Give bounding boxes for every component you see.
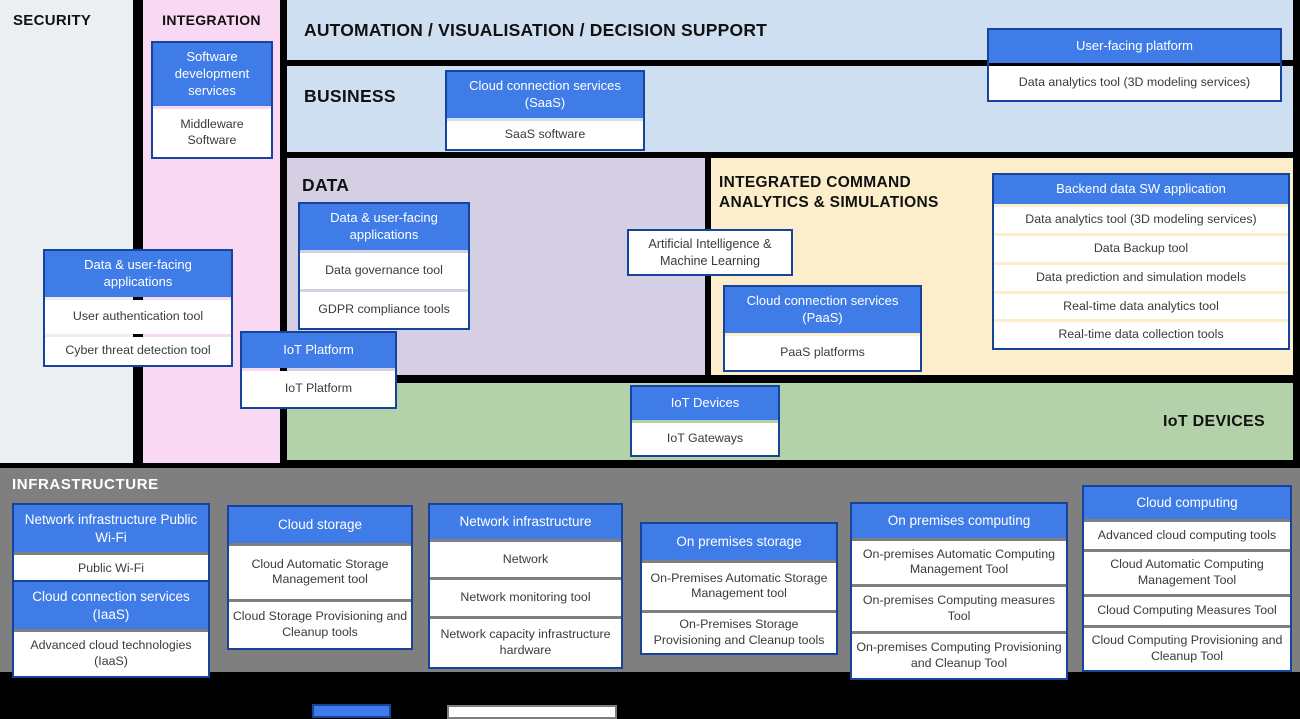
card-row: Cyber threat detection tool xyxy=(45,336,231,365)
card-cloud-connection-services-iaas: Cloud connection services (IaaS) Advance… xyxy=(12,580,210,678)
card-cloud-connection-services-paas: Cloud connection services (PaaS) PaaS pl… xyxy=(723,285,922,372)
card-row: Cloud Automatic Computing Management Too… xyxy=(1084,552,1290,595)
card-title: User-facing platform xyxy=(989,30,1280,63)
card-row: GDPR compliance tools xyxy=(300,291,468,328)
card-title: Cloud computing xyxy=(1084,487,1290,519)
card-title: Cloud storage xyxy=(229,507,411,543)
card-row: Cloud Computing Measures Tool xyxy=(1084,597,1290,626)
section-iot-devices: IoT DEVICES xyxy=(287,383,1293,460)
card-backend-data-sw-application: Backend data SW application Data analyti… xyxy=(992,173,1290,351)
card-title: On premises computing xyxy=(852,504,1066,538)
section-security-label: SECURITY xyxy=(13,12,92,29)
card-iot-devices: IoT Devices IoT Gateways xyxy=(630,385,780,457)
card-title: Data & user-facing applications xyxy=(300,204,468,250)
card-cloud-computing: Cloud computing Advanced cloud computing… xyxy=(1082,485,1292,672)
card-row: Cloud Computing Provisioning and Cleanup… xyxy=(1084,628,1290,670)
card-row: Network monitoring tool xyxy=(430,580,621,617)
card-row: Advanced cloud technologies (IaaS) xyxy=(14,632,208,676)
card-iot-platform: IoT Platform IoT Platform xyxy=(240,331,397,409)
card-row: SaaS software xyxy=(447,120,643,149)
card-network-infrastructure: Network infrastructure Network Network m… xyxy=(428,503,623,670)
card-row: On-premises Computing measures Tool xyxy=(852,587,1066,632)
card-row: Advanced cloud computing tools xyxy=(1084,521,1290,550)
card-title: Network infrastructure xyxy=(430,505,621,539)
card-row: Network capacity infrastructure hardware xyxy=(430,619,621,668)
card-row: Data analytics tool (3D modeling service… xyxy=(989,65,1280,100)
card-row: Network xyxy=(430,541,621,578)
section-data-label: DATA xyxy=(302,175,350,195)
section-automation-label: AUTOMATION / VISUALISATION / DECISION SU… xyxy=(304,19,768,40)
card-artificial-intelligence-machine-learning: Artificial Intelligence & Machine Learni… xyxy=(627,229,793,276)
card-row: On-Premises Storage Provisioning and Cle… xyxy=(642,613,836,654)
card-title: Data & user-facing applications xyxy=(45,251,231,297)
card-row: Real-time data analytics tool xyxy=(994,293,1288,320)
section-integrated-command-label: INTEGRATED COMMAND ANALYTICS & SIMULATIO… xyxy=(719,174,939,212)
card-title: Cloud connection services (IaaS) xyxy=(14,582,208,630)
card-row: User authentication tool xyxy=(45,299,231,334)
card-title: Network infrastructure Public Wi-Fi xyxy=(14,505,208,553)
card-row: On-premises Computing Provisioning and C… xyxy=(852,634,1066,678)
card-on-premises-storage: On premises storage On-Premises Automati… xyxy=(640,522,838,656)
card-title: Software development services xyxy=(153,43,271,106)
section-infrastructure-label: INFRASTRUCTURE xyxy=(12,476,159,493)
card-on-premises-computing: On premises computing On-premises Automa… xyxy=(850,502,1068,680)
card-row: PaaS platforms xyxy=(725,335,920,370)
card-title: IoT Devices xyxy=(632,387,778,420)
card-title: Cloud connection services (SaaS) xyxy=(447,72,643,118)
card-row: Public Wi-Fi xyxy=(14,555,208,583)
card-title: IoT Platform xyxy=(242,333,395,368)
legend-blue-swatch xyxy=(312,704,391,718)
card-row: On-premises Automatic Computing Manageme… xyxy=(852,540,1066,585)
card-cloud-connection-services-saas: Cloud connection services (SaaS) SaaS so… xyxy=(445,70,645,151)
section-automation: AUTOMATION / VISUALISATION / DECISION SU… xyxy=(287,0,1293,60)
card-security-data-user-facing-applications: Data & user-facing applications User aut… xyxy=(43,249,233,367)
section-integration-label: INTEGRATION xyxy=(162,12,261,28)
section-security: SECURITY xyxy=(0,0,133,463)
legend-white-swatch xyxy=(447,705,617,719)
card-row: Data governance tool xyxy=(300,252,468,289)
card-row: Real-time data collection tools xyxy=(994,322,1288,349)
section-business-label: BUSINESS xyxy=(304,86,396,106)
card-cloud-storage: Cloud storage Cloud Automatic Storage Ma… xyxy=(227,505,413,651)
card-row: Data analytics tool (3D modeling service… xyxy=(994,206,1288,233)
card-row: Middleware Software xyxy=(153,108,271,157)
card-row: IoT Gateways xyxy=(632,422,778,455)
card-row: Cloud Automatic Storage Management tool xyxy=(229,545,411,600)
card-row: On-Premises Automatic Storage Management… xyxy=(642,562,836,611)
card-row: IoT Platform xyxy=(242,370,395,407)
card-software-development-services: Software development services Middleware… xyxy=(151,41,273,159)
card-title: Cloud connection services (PaaS) xyxy=(725,287,920,333)
card-row: Data Backup tool xyxy=(994,235,1288,262)
card-row: Data prediction and simulation models xyxy=(994,264,1288,291)
section-iot-devices-label: IoT DEVICES xyxy=(1163,412,1265,430)
card-title: Backend data SW application xyxy=(994,175,1288,204)
card-user-facing-platform: User-facing platform Data analytics tool… xyxy=(987,28,1282,102)
card-network-infrastructure-public-wifi: Network infrastructure Public Wi-Fi Publ… xyxy=(12,503,210,585)
card-row: Cloud Storage Provisioning and Cleanup t… xyxy=(229,602,411,649)
card-data-user-facing-applications: Data & user-facing applications Data gov… xyxy=(298,202,470,330)
card-title: On premises storage xyxy=(642,524,836,560)
